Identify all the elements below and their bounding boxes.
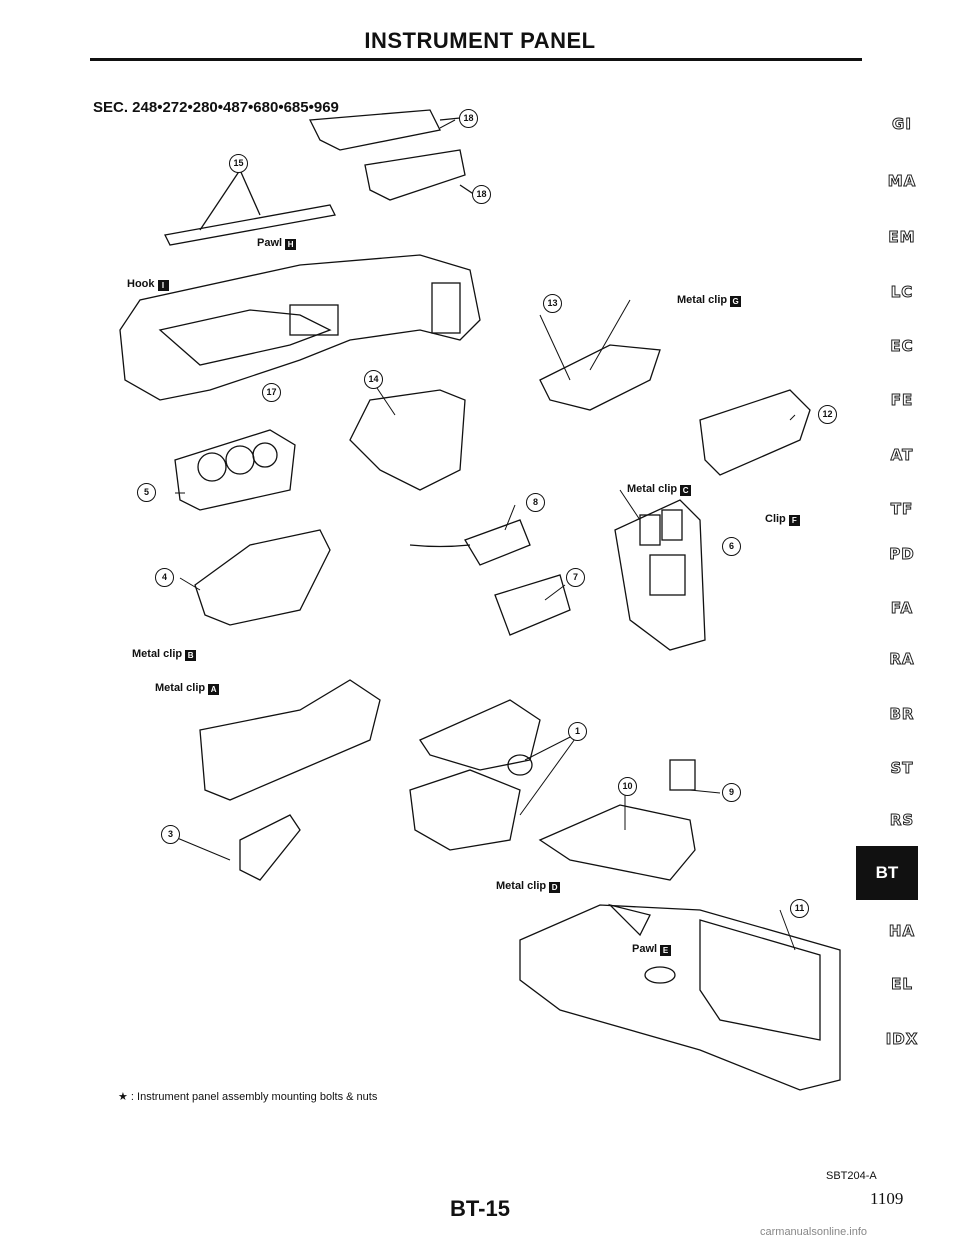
sidebar-item-ra[interactable]: RA — [889, 650, 915, 669]
callout-8: 8 — [526, 493, 545, 512]
sidebar-item-rs[interactable]: RS — [889, 811, 915, 830]
sidebar-item-ec[interactable]: EC — [890, 337, 914, 356]
sidebar-item-gi[interactable]: GI — [892, 115, 912, 134]
callout-4: 4 — [155, 568, 174, 587]
exploded-parts-diagram — [119, 109, 841, 1091]
sidebar-item-ma[interactable]: MA — [887, 172, 917, 191]
callout-12: 12 — [818, 405, 837, 424]
sidebar-item-st[interactable]: ST — [890, 759, 914, 778]
callout-11: 11 — [790, 899, 809, 918]
sidebar-item-tf[interactable]: TF — [890, 500, 914, 519]
callout-5: 5 — [137, 483, 156, 502]
sidebar-item-bt-active[interactable]: BT — [856, 846, 918, 900]
callout-10: 10 — [618, 777, 637, 796]
callout-3: 3 — [161, 825, 180, 844]
sidebar-item-ha[interactable]: HA — [888, 922, 916, 941]
footnote: ★ : Instrument panel assembly mounting b… — [118, 1091, 378, 1103]
sidebar-item-em[interactable]: EM — [888, 228, 916, 247]
callout-1: 1 — [568, 722, 587, 741]
page-code: BT-15 — [450, 1196, 510, 1221]
section-codes: SEC. 248•272•280•487•680•685•969 — [93, 99, 339, 116]
callout-13: 13 — [543, 294, 562, 313]
callout-14: 14 — [364, 370, 383, 389]
sidebar-item-idx[interactable]: IDX — [885, 1030, 919, 1049]
figure-id: SBT204-A — [826, 1170, 877, 1182]
sidebar-item-pd[interactable]: PD — [889, 545, 915, 564]
header-rule — [90, 58, 862, 61]
callout-9: 9 — [722, 783, 741, 802]
watermark: carmanualsonline.info — [760, 1226, 868, 1238]
sidebar-item-fa[interactable]: FA — [890, 599, 914, 618]
callout-7: 7 — [566, 568, 585, 587]
callout-18-lower: 18 — [472, 185, 491, 204]
sidebar-item-lc[interactable]: LC — [890, 283, 914, 302]
callout-18-upper: 18 — [459, 109, 478, 128]
sidebar-item-el[interactable]: EL — [891, 975, 913, 994]
page-title: INSTRUMENT PANEL — [364, 28, 596, 53]
callout-17: 17 — [262, 383, 281, 402]
callout-15: 15 — [229, 154, 248, 173]
sidebar-item-br[interactable]: BR — [889, 705, 915, 724]
callout-6: 6 — [722, 537, 741, 556]
page-number: 1109 — [870, 1189, 904, 1208]
sidebar-item-fe[interactable]: FE — [890, 391, 914, 410]
sidebar-item-at[interactable]: AT — [890, 446, 914, 465]
